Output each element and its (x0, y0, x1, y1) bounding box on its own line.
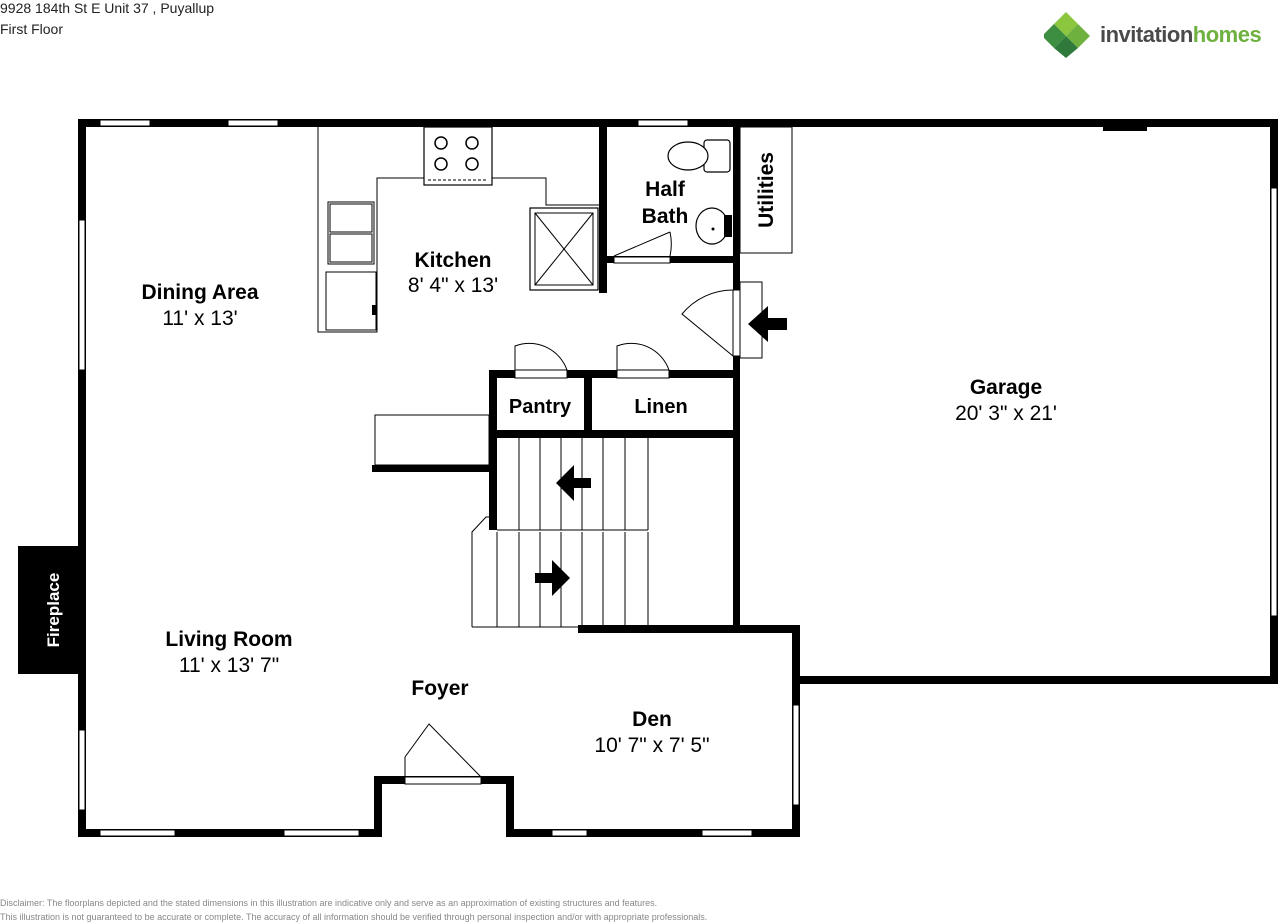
brand-wordmark: invitationhomes (1100, 22, 1262, 48)
stair-arrow-down-icon (535, 560, 570, 596)
faucet-icon (372, 305, 376, 315)
stair-arrow-up-icon (556, 465, 591, 501)
den-label: Den (632, 708, 672, 731)
logo-mark-icon (1042, 12, 1090, 58)
brand-name-part2: homes (1192, 22, 1262, 47)
fireplace (18, 546, 78, 674)
property-address: 9928 184th St E Unit 37 , Puyallup (0, 0, 215, 16)
living-room-dims: 11' x 13' 7" (179, 654, 279, 677)
disclaimer-line2: This illustration is not guaranteed to b… (0, 912, 708, 922)
toilet-icon (667, 139, 731, 173)
utilities-cabinet (739, 126, 793, 254)
linen-door (616, 342, 670, 379)
windows (78, 119, 1278, 837)
fireplace-label: Fireplace (44, 573, 63, 648)
floor-label: First Floor (0, 21, 63, 37)
refrigerator-icon (529, 207, 599, 291)
front-door (404, 723, 482, 785)
garage-dims: 20' 3" x 21' (955, 402, 1057, 425)
garage-label: Garage (970, 376, 1042, 399)
bath-door (613, 231, 672, 264)
pantry-door (514, 342, 568, 379)
living-room-label: Living Room (165, 628, 292, 651)
sink-icon (695, 207, 732, 245)
brand-logo[interactable]: invitationhomes (1042, 12, 1280, 58)
kitchen-dims: 8' 4" x 13' (408, 274, 498, 297)
dining-area-dims: 11' x 13' (162, 307, 237, 330)
half-bath-label-line2: Bath (642, 205, 689, 228)
linen-label: Linen (634, 396, 687, 418)
foyer-label: Foyer (411, 677, 468, 700)
interior-walls (372, 123, 800, 633)
half-wall-outline (374, 414, 490, 466)
dining-area-label: Dining Area (141, 281, 258, 304)
brand-name-part1: invitation (1100, 22, 1193, 47)
disclaimer-line1: Disclaimer: The floorplans depicted and … (0, 898, 658, 908)
garage-entry-door (681, 281, 763, 359)
half-bath-label-line1: Half (645, 178, 686, 201)
kitchen-label: Kitchen (414, 249, 491, 272)
utilities-label: Utilities (755, 152, 778, 228)
pantry-label: Pantry (509, 396, 572, 418)
stove-icon (423, 126, 493, 186)
den-dims: 10' 7" x 7' 5" (594, 734, 709, 757)
arrow-left-icon (748, 306, 787, 342)
kitchen-counters (317, 127, 600, 333)
stairs (471, 438, 649, 628)
